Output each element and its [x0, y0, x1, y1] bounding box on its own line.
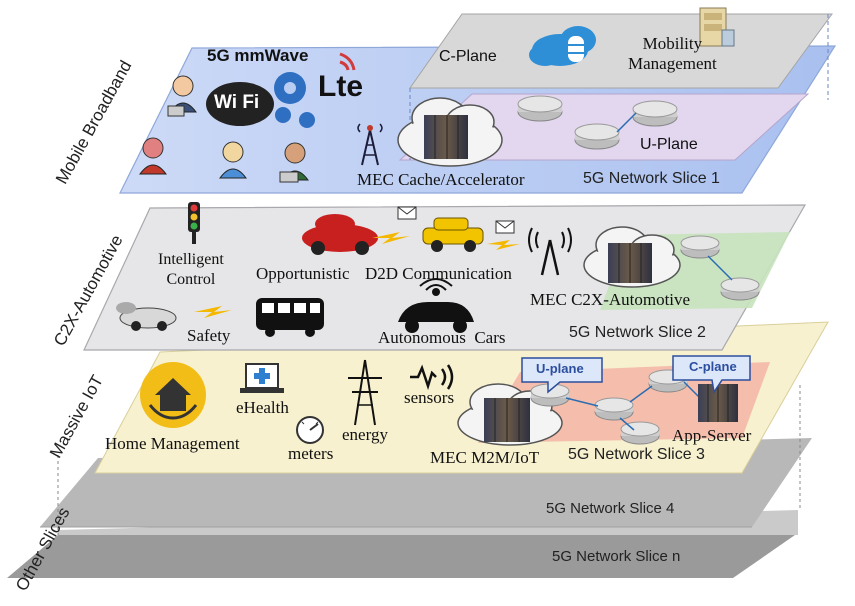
link-line: [683, 381, 701, 399]
cloud-database-icon: [529, 26, 596, 66]
slice-n-name: 5G Network Slice n: [552, 548, 681, 565]
brand-5g-mmwave: 5G mmWave: [207, 46, 309, 65]
app-server-icon: [698, 384, 738, 422]
link-line: [707, 255, 733, 281]
autonomous-car-icon: [398, 278, 474, 333]
taxi-icon: [422, 217, 484, 252]
ehealth-laptop-icon: [240, 363, 284, 393]
link-line: [629, 385, 653, 403]
mec-cloud-icon: [457, 383, 563, 446]
app-server-label: App-Server: [672, 426, 752, 445]
power-pylon-icon: [348, 359, 382, 426]
router-icon: [620, 421, 660, 445]
mec-cloud-icon: [583, 226, 681, 288]
d2d-communication-label: D2D Communication: [365, 264, 512, 283]
mobility-management-label: Mobility Management: [628, 34, 717, 73]
envelope-icon: [397, 206, 417, 220]
safety-label: Safety: [187, 326, 231, 345]
bus-icon: [256, 298, 324, 337]
antenna-tower-icon: [357, 123, 383, 166]
sensors-label: sensors: [404, 388, 455, 407]
red-car-icon: [302, 214, 378, 255]
antenna-tower-icon: [528, 227, 572, 276]
signal-waves-icon: [339, 52, 356, 71]
user-avatar-icon: [139, 137, 167, 175]
envelope-icon: [495, 220, 515, 234]
cplane-callout: [672, 355, 751, 394]
router-icon: [720, 277, 760, 301]
router-icon: [574, 123, 620, 150]
intelligent-control-label: Intelligent Control: [158, 251, 224, 288]
gear-icon: [274, 72, 315, 128]
traffic-light-icon: [188, 202, 200, 244]
opportunistic-label: Opportunistic: [256, 264, 350, 283]
brand-wifi: Wi Fi: [214, 92, 260, 113]
slice-2-name: 5G Network Slice 2: [569, 324, 706, 341]
link-line: [565, 397, 599, 407]
link-line: [619, 417, 635, 431]
ehealth-label: eHealth: [236, 398, 289, 417]
user-avatar-icon: [167, 75, 197, 117]
cplane-callout-label: C-plane: [689, 359, 737, 374]
uplane-label: U-Plane: [640, 136, 698, 153]
slice-n-plane: [7, 535, 795, 578]
energy-label: energy: [342, 425, 388, 444]
mec-cloud-icon: [397, 97, 503, 167]
slice-4-name: 5G Network Slice 4: [546, 500, 675, 517]
router-icon: [530, 383, 570, 407]
server-cabinet-icon: [699, 7, 735, 47]
uplane-callout: [521, 357, 603, 394]
cplane-label: C-Plane: [439, 48, 497, 65]
meter-gauge-icon: [296, 416, 324, 444]
lightning-icon: [194, 306, 232, 318]
lightning-icon: [372, 232, 410, 244]
brand-lte: Lte: [318, 70, 363, 103]
lightning-icon: [487, 240, 520, 250]
router-icon: [632, 100, 678, 127]
wifi-logo-icon: [206, 82, 274, 126]
sensor-waves-icon: [410, 364, 454, 391]
slice-1-name: 5G Network Slice 1: [583, 170, 720, 187]
home-management-label: Home Management: [105, 434, 240, 453]
mec-cache-label: MEC Cache/Accelerator: [357, 170, 525, 189]
uplane-callout-label: U-plane: [536, 361, 584, 376]
mec-m2m-label: MEC M2M/IoT: [430, 448, 540, 467]
user-avatar-icon: [219, 141, 247, 179]
router-icon: [594, 397, 634, 421]
router-icon: [680, 235, 720, 259]
home-management-icon: [140, 362, 206, 428]
mec-c2x-label: MEC C2X-Automotive: [530, 290, 691, 309]
slice-3-name: 5G Network Slice 3: [568, 446, 705, 463]
link-line: [616, 112, 637, 133]
crashed-car-icon: [116, 302, 177, 331]
autonomous-cars-label: Autonomous Cars: [378, 328, 506, 347]
user-avatar-icon: [279, 142, 309, 183]
meters-label: meters: [288, 444, 334, 463]
router-icon: [517, 95, 563, 122]
